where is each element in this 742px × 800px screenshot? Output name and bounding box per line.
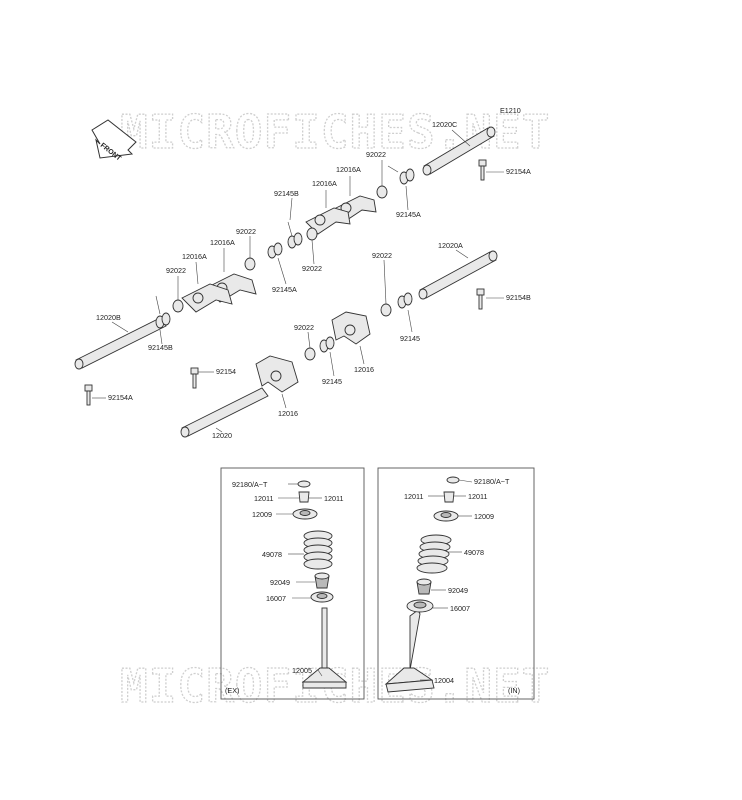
rocker-arm-12016A-2 — [305, 207, 351, 235]
bolt-92154A-top — [478, 159, 487, 181]
label-12016-b: 12016 — [278, 409, 298, 418]
label-ex-12011-right: 12011 — [324, 494, 343, 503]
label-ex-92049: 92049 — [270, 578, 290, 587]
washer-92022-4 — [172, 299, 184, 313]
label-in-12004: 12004 — [434, 676, 454, 685]
keeper-12011-in — [443, 491, 455, 503]
spring-49078-in — [416, 534, 452, 574]
box-label-in: (IN) — [508, 686, 520, 695]
label-ex-12011-left: 12011 — [254, 494, 273, 503]
exhaust-valve-box: (EX) — [220, 467, 365, 700]
label-92022-a: 92022 — [366, 150, 386, 159]
label-92145B-a: 92145B — [274, 189, 299, 198]
shaft-12020C — [422, 126, 496, 176]
shim-92180-ex — [297, 480, 311, 488]
label-92022-c: 92022 — [236, 227, 256, 236]
label-12020: 12020 — [212, 431, 232, 440]
label-12016A-a: 12016A — [336, 165, 361, 174]
seal-92049-in — [416, 578, 432, 595]
washer-92022-2 — [306, 227, 318, 241]
intake-valve-box: (IN) — [377, 467, 535, 700]
label-in-49078: 49078 — [464, 548, 484, 557]
label-92154A-top: 92154A — [506, 167, 531, 176]
seat-16007-ex — [310, 591, 334, 603]
label-92154A-bottom: 92154A — [108, 393, 133, 402]
rocker-arm-12016-2 — [255, 355, 299, 393]
label-ex-12005: 12005 — [292, 666, 312, 675]
label-92154: 92154 — [216, 367, 236, 376]
spring-92145-2 — [319, 336, 335, 353]
label-ex-12009: 12009 — [252, 510, 272, 519]
watermark-top: MICROFICHES.NET — [120, 105, 550, 159]
label-92145-b: 92145 — [322, 377, 342, 386]
spring-92145-1 — [397, 292, 413, 309]
label-in-16007: 16007 — [450, 604, 470, 613]
washer-92022-3 — [244, 257, 256, 271]
label-in-92180: 92180/A~T — [474, 477, 510, 486]
leader-lines-top — [92, 129, 504, 433]
label-12016A-c: 12016A — [210, 238, 235, 247]
label-92022-e: 92022 — [372, 251, 392, 260]
label-92154B: 92154B — [506, 293, 531, 302]
shaft-12020B — [74, 317, 167, 370]
label-92022-b: 92022 — [302, 264, 322, 273]
label-in-12011-left: 12011 — [404, 492, 423, 501]
label-92145-a: 92145 — [400, 334, 420, 343]
retainer-12009-ex — [292, 508, 318, 520]
box-label-ex: (EX) — [225, 686, 239, 695]
spring-92145B-1 — [287, 221, 303, 249]
valve-12005 — [301, 607, 348, 689]
keeper-12011-ex — [298, 491, 310, 503]
label-92145B-b: 92145B — [148, 343, 173, 352]
spring-49078-ex — [303, 530, 333, 570]
label-in-12011-right: 12011 — [468, 492, 487, 501]
label-12020B: 12020B — [96, 313, 121, 322]
label-in-92049: 92049 — [448, 586, 468, 595]
spring-92145A-1 — [387, 165, 415, 185]
shaft-12020A — [418, 250, 498, 300]
bolt-92154B — [476, 288, 485, 310]
washer-92022-5 — [380, 303, 392, 317]
retainer-12009-in — [433, 510, 459, 522]
spring-92145A-2 — [267, 242, 283, 259]
label-12020A: 12020A — [438, 241, 463, 250]
label-92145A-a: 92145A — [396, 210, 421, 219]
label-ex-92180: 92180/A~T — [232, 480, 268, 489]
label-92022-f: 92022 — [294, 323, 314, 332]
rocker-arm-12016A-4 — [181, 283, 233, 313]
label-in-12009: 12009 — [474, 512, 494, 521]
bolt-92154 — [190, 367, 199, 389]
label-92022-d: 92022 — [166, 266, 186, 275]
ref-code: E1210 — [500, 106, 521, 115]
label-12016A-b: 12016A — [312, 179, 337, 188]
shim-92180-in — [446, 476, 460, 484]
rocker-arm-12016-1 — [331, 311, 371, 345]
spring-92145B-2 — [155, 295, 171, 329]
bolt-92154A-bottom — [84, 384, 93, 406]
label-12016-a: 12016 — [354, 365, 374, 374]
label-12020C: 12020C — [432, 120, 457, 129]
washer-92022-1 — [376, 185, 388, 199]
front-arrow-icon: FRONT — [91, 119, 137, 163]
washer-92022-6 — [304, 347, 316, 361]
seat-16007-in — [406, 599, 434, 613]
label-12016A-d: 12016A — [182, 252, 207, 261]
seal-92049-ex — [314, 572, 330, 589]
label-ex-49078: 49078 — [262, 550, 282, 559]
shaft-12020 — [180, 387, 269, 438]
label-ex-16007: 16007 — [266, 594, 286, 603]
label-92145A-b: 92145A — [272, 285, 297, 294]
